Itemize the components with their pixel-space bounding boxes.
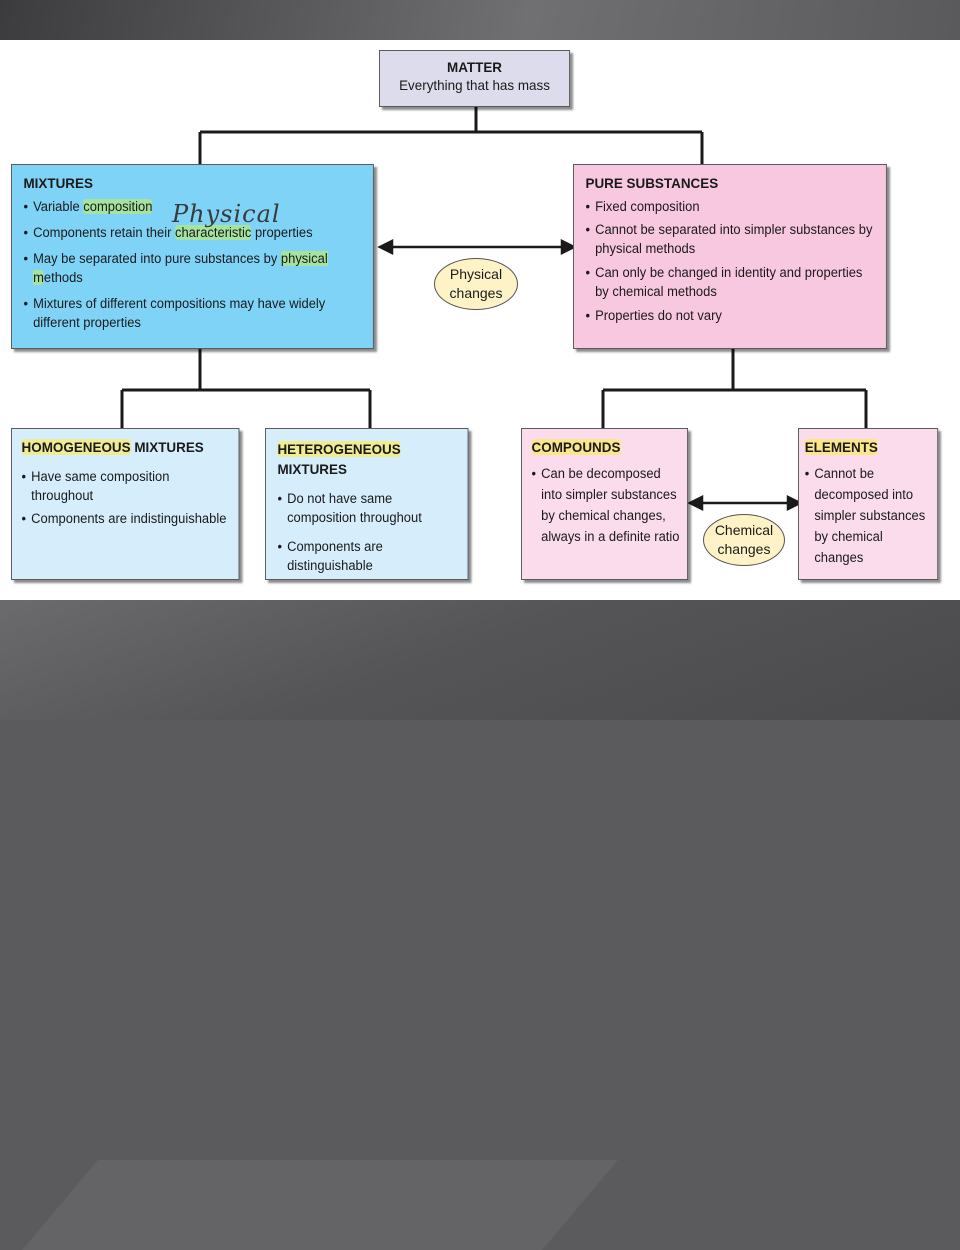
pure-substances-box: PURE SUBSTANCES Fixed composition Cannot… [573,164,887,349]
chemical-changes-line2: changes [717,541,771,557]
pure-substances-item: Cannot be separated into simpler substan… [585,220,878,258]
heterogeneous-list: Do not have same composition throughout … [277,489,461,575]
physical-changes-oval: Physical changes [434,258,518,310]
bottom-dark-band [0,600,960,1250]
pure-substances-item: Fixed composition [585,197,878,216]
compounds-list: Can be decomposed into simpler substance… [532,463,682,547]
matter-box: MATTER Everything that has mass [379,50,571,107]
homogeneous-item: Have same composition throughout [22,467,233,505]
pure-substances-title: PURE SUBSTANCES [585,175,719,191]
mixtures-box: MIXTURES Variable composition Components… [11,164,374,349]
heterogeneous-item: Do not have same composition throughout [277,489,461,527]
chemical-changes-oval: Chemical changes [703,514,785,566]
homogeneous-item: Components are indistinguishable [22,509,233,528]
pure-substances-item: Can only be changed in identity and prop… [585,263,878,301]
elements-item: Cannot be decomposed into simpler substa… [805,463,934,568]
top-dark-band [0,0,960,40]
heterogeneous-item: Components are distinguishable [277,537,461,575]
compounds-item: Can be decomposed into simpler substance… [532,463,682,547]
pure-substances-item: Properties do not vary [585,306,878,325]
mixtures-item: May be separated into pure substances by… [23,249,365,287]
mixtures-title: MIXTURES [23,175,93,191]
mixtures-item: Variable composition [23,197,365,216]
homogeneous-title: HOMOGENEOUS MIXTURES [21,439,204,455]
elements-box: ELEMENTS Cannot be decomposed into simpl… [798,428,939,580]
matter-subtitle: Everything that has mass [399,77,550,93]
diagram-slide: MATTER Everything that has mass MIXTURES… [0,40,960,600]
elements-title: ELEMENTS [804,439,878,455]
compounds-box: COMPOUNDS Can be decomposed into simpler… [521,428,689,580]
compounds-title: COMPOUNDS [531,439,621,455]
physical-changes-line1: Physical [449,266,503,282]
homogeneous-list: Have same composition throughout Compone… [22,467,233,528]
homogeneous-mixtures-box: HOMOGENEOUS MIXTURES Have same compositi… [11,428,240,580]
chemical-changes-line1: Chemical [714,522,774,538]
connector-lines [120,106,868,512]
handwritten-annotation: Physical [172,200,281,228]
physical-changes-line2: changes [449,285,503,301]
pure-substances-list: Fixed composition Cannot be separated in… [585,197,878,325]
matter-title: MATTER [447,59,503,75]
elements-list: Cannot be decomposed into simpler substa… [805,463,934,568]
mixtures-item: Mixtures of different compositions may h… [23,294,365,332]
mixtures-item: Components retain their characteristic p… [23,223,365,242]
mixtures-list: Variable composition Components retain t… [23,197,365,332]
